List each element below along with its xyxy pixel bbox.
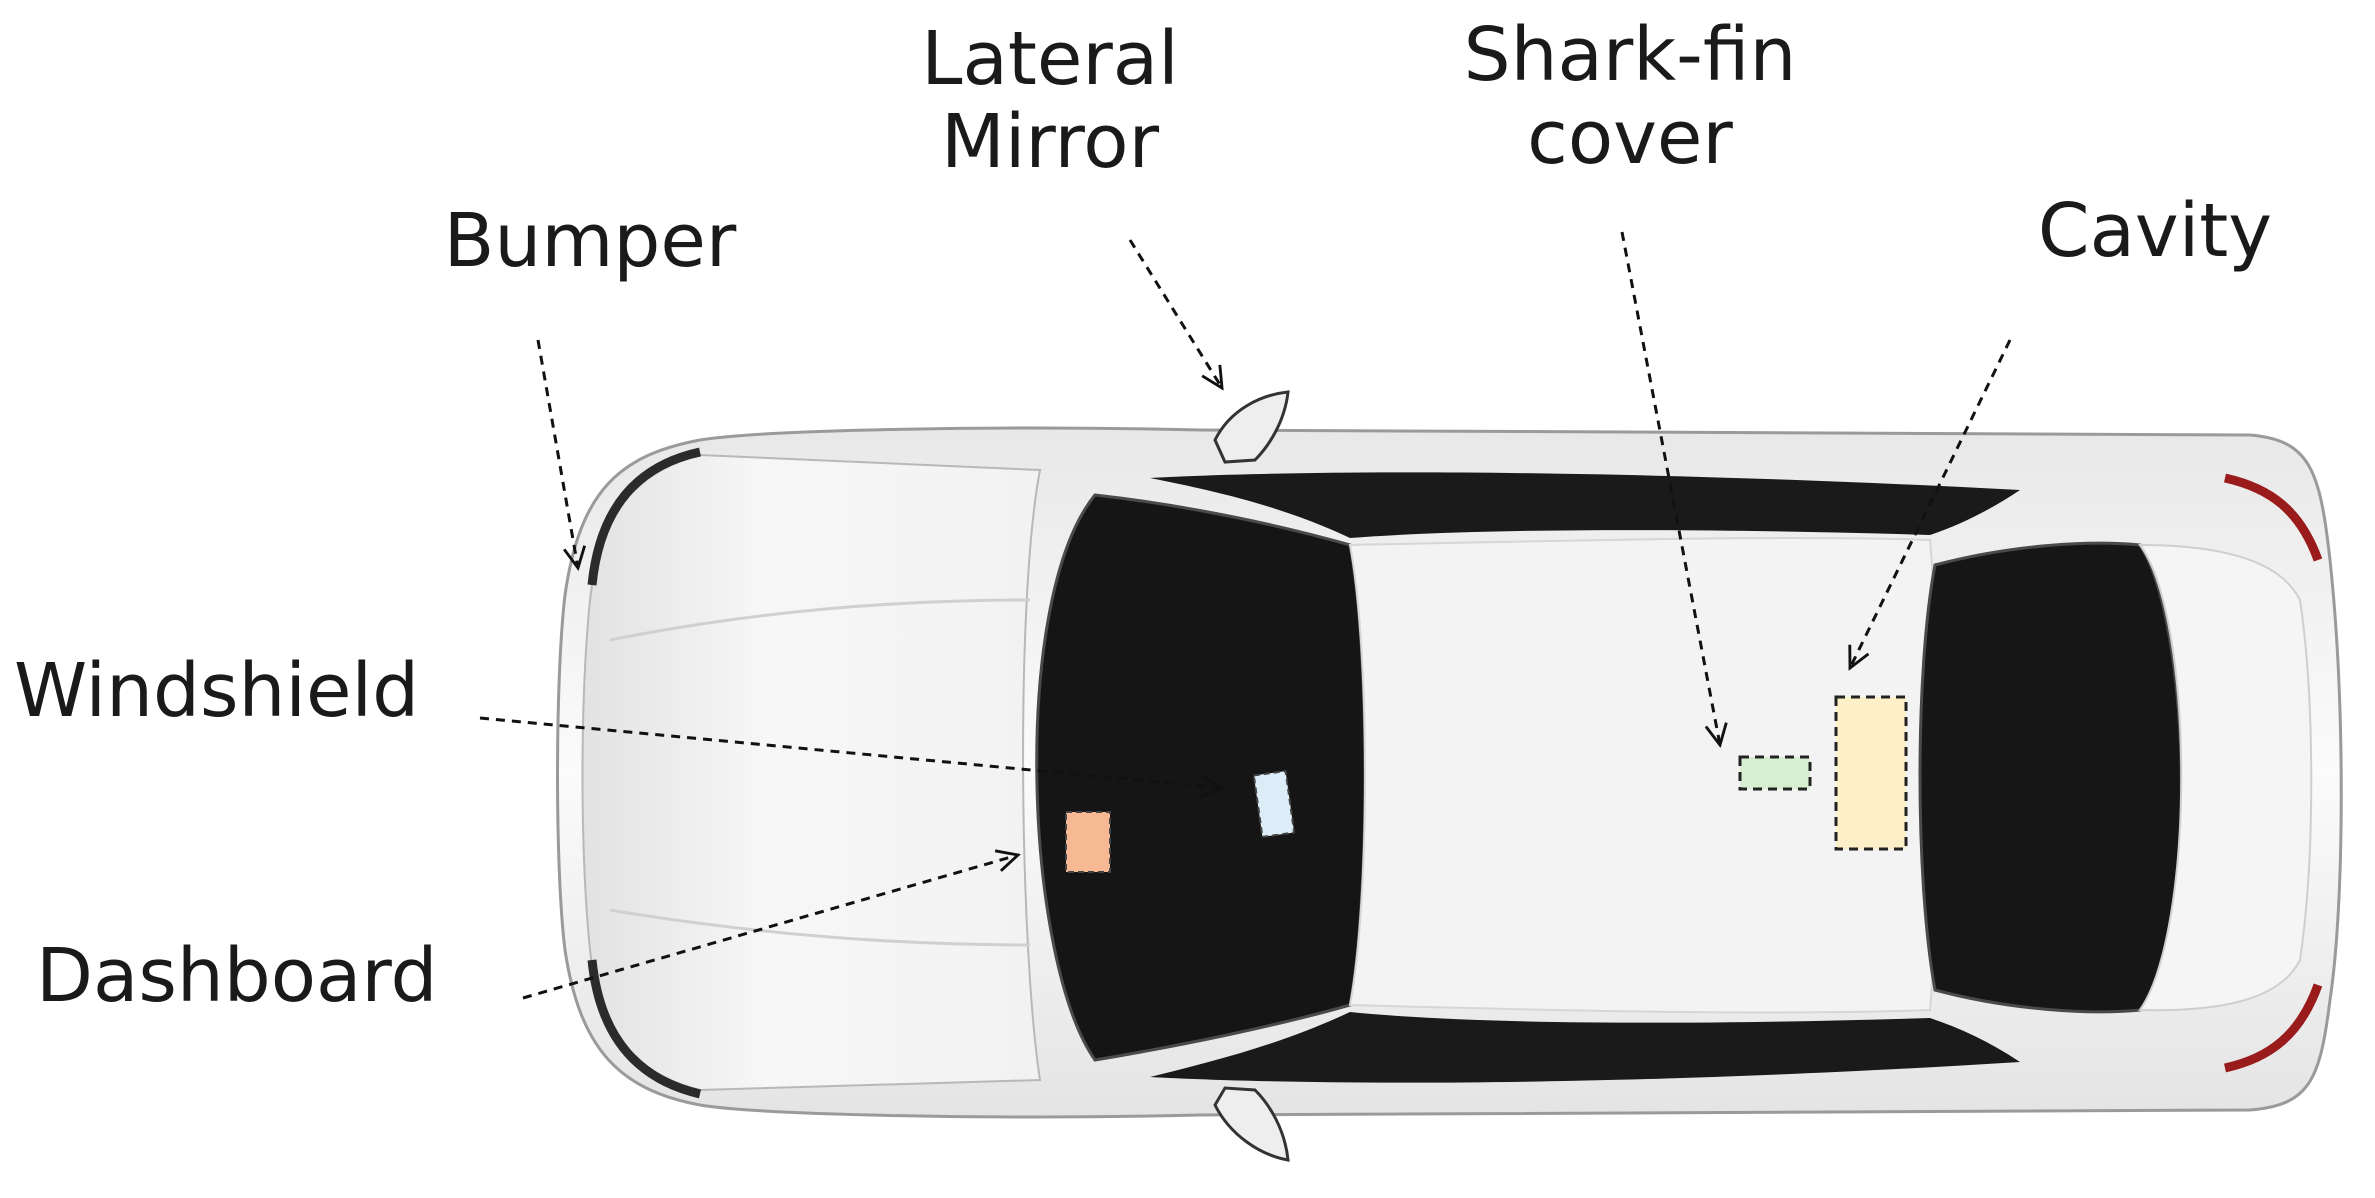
side-window-bottom (1150, 1012, 2020, 1083)
rear-window (1918, 541, 2183, 1014)
label-cavity: Cavity (2037, 188, 2273, 274)
lateral-mirror-top (1213, 390, 1290, 464)
label-shark-fin-line1: Shark-fin (1463, 12, 1797, 98)
label-lateral-mirror-line1: Lateral (921, 16, 1179, 102)
arrow-windshield (479, 716, 1222, 788)
label-shark-fin-cover: Shark-fin cover (1430, 14, 1830, 180)
lateral-mirror-bottom (1213, 1086, 1290, 1162)
taillight-top (2224, 473, 2323, 562)
dashboard-marker (1065, 811, 1111, 873)
arrow-icon (479, 231, 2012, 1000)
label-windshield: Windshield (14, 648, 420, 734)
car-roof (1348, 536, 1939, 1014)
label-lateral-mirror-line2: Mirror (940, 98, 1160, 185)
front-bumper-trim-lower (587, 959, 702, 1099)
label-lateral-mirror: Lateral Mirror (900, 18, 1200, 184)
windshield-glass (1035, 493, 1367, 1062)
car-top-view-icon (556, 390, 2343, 1162)
taillight-bottom (2224, 983, 2323, 1073)
side-window-top (1150, 472, 2020, 538)
label-shark-fin-line2: cover (1527, 94, 1733, 181)
shark-fin-marker (1738, 755, 1812, 791)
arrow-dashboard (522, 855, 1018, 1000)
hood-crease (609, 598, 1031, 642)
label-bumper: Bumper (443, 198, 737, 284)
arrow-bumper (536, 339, 578, 568)
car-hood (581, 453, 1042, 1092)
front-bumper-trim (587, 447, 701, 586)
label-dashboard: Dashboard (36, 933, 438, 1019)
arrow-shark-fin (1620, 231, 1720, 745)
arrow-cavity (1850, 339, 2012, 668)
windshield-marker (1252, 769, 1296, 839)
hood-crease-lower (609, 908, 1031, 947)
car-trunk (2138, 543, 2313, 1012)
cavity-marker (1834, 695, 1908, 851)
arrow-lateral-mirror (1128, 239, 1222, 388)
